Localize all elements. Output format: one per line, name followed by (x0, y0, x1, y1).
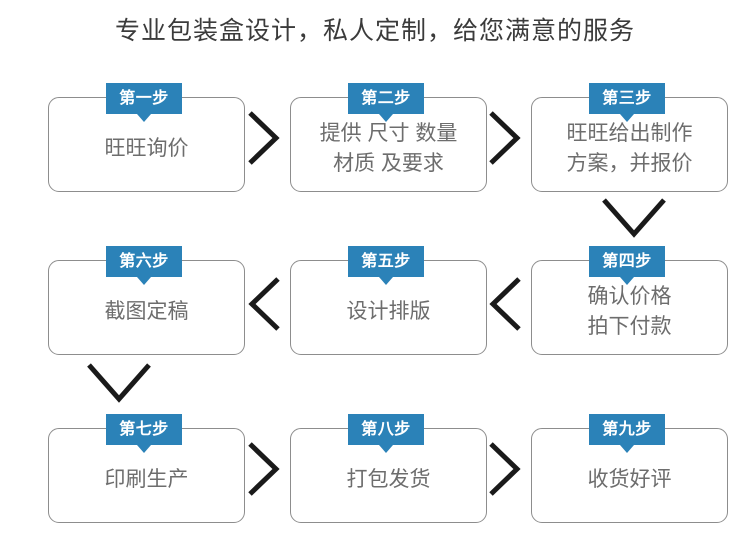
step-card-8[interactable]: 第八步 打包发货 (290, 414, 487, 523)
chevron-right-step1-step2-icon (246, 109, 280, 167)
step-text-line: 收货好评 (587, 467, 672, 491)
tag-pointer-icon (620, 114, 634, 122)
step-tag-label-7: 第七步 (119, 421, 169, 438)
step-tag-label-6: 第六步 (119, 253, 169, 270)
tag-pointer-icon (379, 445, 393, 453)
chevron-right-step7-step8-icon (246, 440, 280, 498)
flow-row-3: 第七步 印刷生产 第八步 打包发货 (0, 413, 750, 543)
step-text-line: 旺旺询价 (104, 136, 189, 160)
step-tag-7: 第七步 (106, 414, 182, 453)
step-tag-3: 第三步 (589, 83, 665, 122)
step-card-7[interactable]: 第七步 印刷生产 (48, 414, 245, 523)
step-body-9: 收货好评 (532, 429, 727, 522)
step-tag-4: 第四步 (589, 246, 665, 285)
step-card-5[interactable]: 第五步 设计排版 (290, 246, 487, 355)
step-body-6: 截图定稿 (49, 261, 244, 354)
step-text-line: 设计排版 (346, 299, 431, 323)
step-tag-label-5: 第五步 (361, 253, 411, 270)
tag-pointer-icon (620, 445, 634, 453)
step-tag-8: 第八步 (348, 414, 424, 453)
tag-pointer-icon (379, 114, 393, 122)
tag-pointer-icon (137, 114, 151, 122)
flow-row-2: 第六步 截图定稿 第五步 设计排版 (0, 245, 750, 375)
step-text-line: 方案，并报价 (566, 151, 693, 175)
step-tag-9: 第九步 (589, 414, 665, 453)
step-card-6[interactable]: 第六步 截图定稿 (48, 246, 245, 355)
chevron-left-step4-step5-icon (489, 275, 523, 333)
step-text-line: 提供 尺寸 数量 (319, 121, 458, 145)
step-card-9[interactable]: 第九步 收货好评 (531, 414, 728, 523)
step-tag-6: 第六步 (106, 246, 182, 285)
step-card-3[interactable]: 第三步 旺旺给出制作 方案，并报价 (531, 83, 728, 192)
step-body-2: 提供 尺寸 数量 材质 及要求 (291, 98, 486, 191)
step-tag-label-1: 第一步 (119, 90, 169, 107)
step-body-4: 确认价格 拍下付款 (532, 261, 727, 354)
step-text-line: 打包发货 (346, 467, 431, 491)
step-text-line: 材质 及要求 (333, 151, 444, 175)
step-body-7: 印刷生产 (49, 429, 244, 522)
step-body-8: 打包发货 (291, 429, 486, 522)
chevron-down-step3-step4-icon (600, 196, 668, 240)
step-card-2[interactable]: 第二步 提供 尺寸 数量 材质 及要求 (290, 83, 487, 192)
tag-pointer-icon (137, 277, 151, 285)
tag-pointer-icon (137, 445, 151, 453)
step-tag-1: 第一步 (106, 83, 182, 122)
step-body-3: 旺旺给出制作 方案，并报价 (532, 98, 727, 191)
step-card-1[interactable]: 第一步 旺旺询价 (48, 83, 245, 192)
step-text-line: 确认价格 (587, 284, 672, 308)
step-tag-label-2: 第二步 (361, 90, 411, 107)
step-tag-label-9: 第九步 (602, 421, 652, 438)
chevron-left-step5-step6-icon (248, 275, 282, 333)
tag-pointer-icon (620, 277, 634, 285)
step-tag-2: 第二步 (348, 83, 424, 122)
step-text-line: 截图定稿 (104, 299, 189, 323)
page-title: 专业包装盒设计，私人定制，给您满意的服务 (114, 17, 635, 45)
step-text-line: 旺旺给出制作 (566, 121, 693, 145)
step-body-1: 旺旺询价 (49, 98, 244, 191)
step-card-4[interactable]: 第四步 确认价格 拍下付款 (531, 246, 728, 355)
step-tag-label-3: 第三步 (602, 90, 652, 107)
step-text-line: 印刷生产 (104, 467, 189, 491)
step-text-line: 拍下付款 (587, 314, 672, 338)
chevron-right-step2-step3-icon (487, 109, 521, 167)
step-body-5: 设计排版 (291, 261, 486, 354)
step-tag-label-8: 第八步 (361, 421, 411, 438)
step-tag-5: 第五步 (348, 246, 424, 285)
tag-pointer-icon (379, 277, 393, 285)
flow-row-1: 第一步 旺旺询价 第二步 提供 尺寸 数量 材质 及要求 (0, 82, 750, 212)
chevron-right-step8-step9-icon (487, 440, 521, 498)
chevron-down-step6-step7-icon (85, 361, 153, 405)
step-tag-label-4: 第四步 (602, 253, 652, 270)
